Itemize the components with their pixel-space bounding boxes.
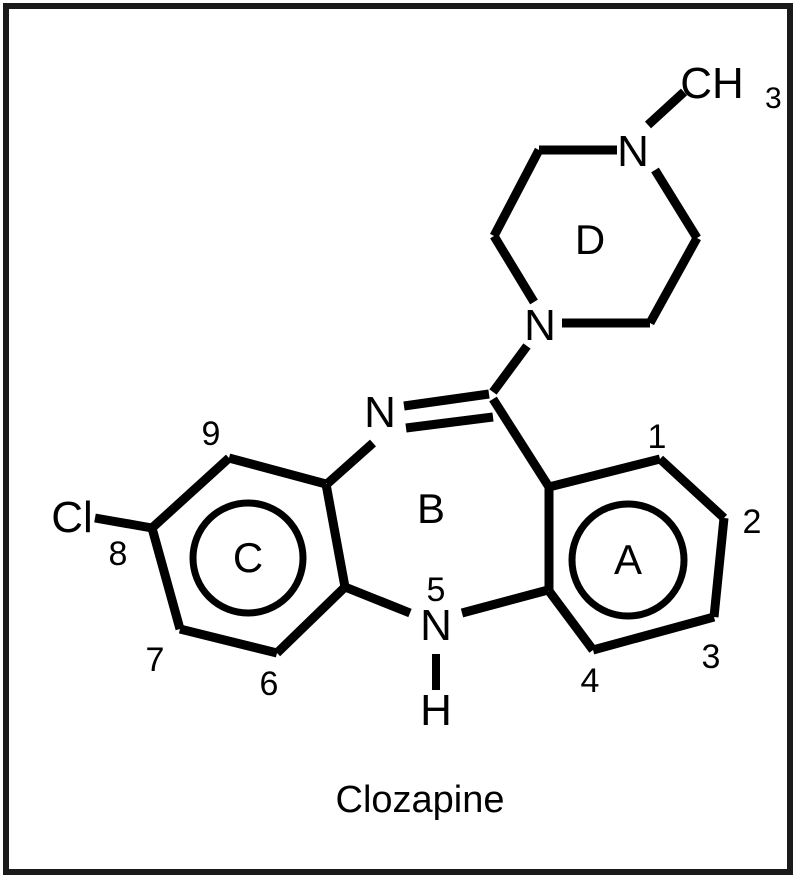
ring-label-c: C [233, 534, 263, 581]
bond-c11a-c11 [489, 396, 553, 490]
figure-border [3, 3, 793, 875]
locant-label-6: 6 [260, 665, 279, 703]
locant-label-8: 8 [109, 535, 128, 573]
atom-label-amine-h: H [420, 686, 452, 735]
bond-n10-c9a [324, 439, 376, 488]
atom-label-piperazine-n-bottom: N [524, 301, 556, 350]
ring-label-b: B [417, 485, 445, 532]
bond-d-upper-right [651, 167, 701, 241]
bond-d-lower-right [646, 235, 701, 326]
bond-c-1 [227, 453, 328, 489]
atom-label-methyl: CH [680, 59, 744, 108]
ring-label-a: A [614, 536, 642, 583]
bond-d-upper-left [490, 147, 543, 239]
bond-c11-n10-line1 [403, 389, 490, 411]
ring-label-d: D [575, 216, 605, 263]
atom-label-amine-n: N [420, 601, 452, 650]
benzene-ring-c: C Cl 9 8 7 6 [51, 415, 349, 703]
locant-label-3: 3 [702, 638, 721, 676]
bond-c11-n10-line2 [405, 412, 494, 433]
benzene-ring-a: A 1 2 3 4 [545, 418, 762, 700]
bond-a-1 [547, 454, 662, 492]
diazepine-ring-b: N N H B 5 [321, 388, 554, 735]
bond-c-3 [147, 526, 185, 631]
atom-label-imine-n: N [364, 388, 396, 437]
atom-label-methyl-subscript: 3 [765, 82, 782, 115]
bond-c9a-c5a-fusion [321, 483, 350, 588]
atom-label-chlorine: Cl [51, 493, 93, 542]
figure-caption: Clozapine [336, 779, 505, 821]
bond-c8-cl [94, 513, 153, 533]
bond-a-2 [656, 455, 728, 522]
bond-n-methyl [644, 88, 688, 129]
bond-a-4 [591, 612, 716, 655]
bond-c-2 [148, 454, 233, 532]
locant-label-4: 4 [581, 662, 600, 700]
bond-piperazine-to-c11 [489, 343, 531, 395]
bond-c-5 [273, 583, 349, 657]
bond-a-3 [709, 517, 729, 618]
locant-label-1: 1 [648, 418, 667, 456]
bond-c-4 [178, 624, 279, 658]
bond-a-5 [545, 588, 597, 653]
atom-label-piperazine-n-top: N [617, 127, 649, 176]
piperazine-ring-d: N N CH 3 D [490, 59, 782, 350]
locant-label-9: 9 [202, 415, 221, 453]
bond-c5a-n5 [343, 582, 412, 618]
locant-label-7: 7 [146, 641, 165, 679]
locant-label-5: 5 [427, 571, 446, 609]
bond-n5-c4a [460, 585, 550, 618]
aromatic-circle-c [189, 499, 307, 617]
locant-label-2: 2 [743, 503, 762, 541]
aromatic-circle-a [568, 500, 688, 620]
bond-d-lower-left [490, 233, 538, 305]
